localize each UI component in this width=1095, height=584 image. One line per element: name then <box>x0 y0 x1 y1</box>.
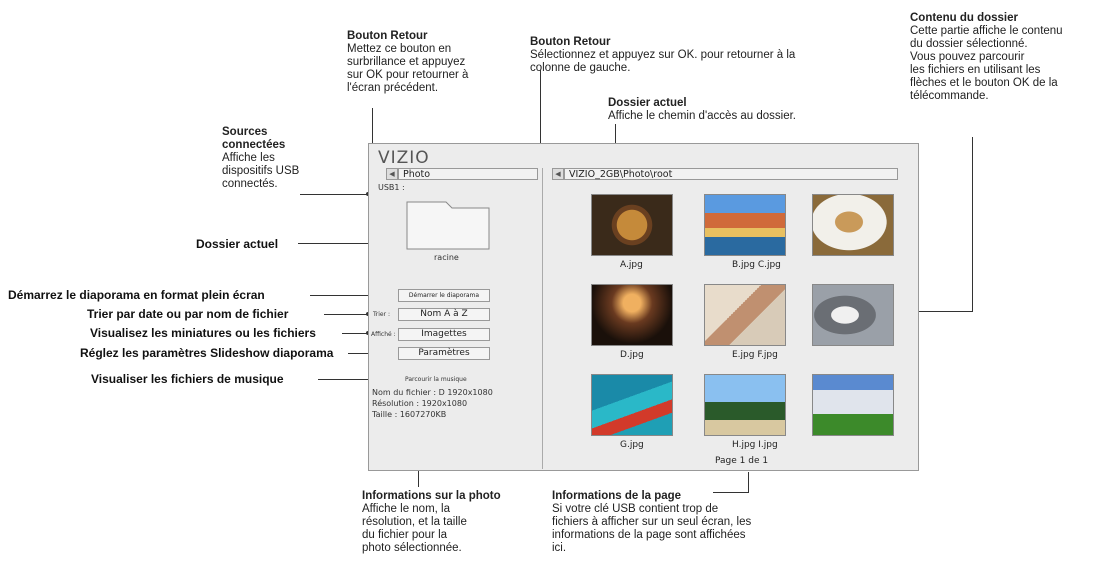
annotation-line: sur OK pour retourner à <box>347 69 469 81</box>
thumbnail[interactable] <box>812 374 894 436</box>
annotation-title: Dossier actuel <box>608 97 687 109</box>
annotation-line: Cette partie affiche le contenu <box>910 25 1063 37</box>
thumbnail[interactable] <box>591 374 673 436</box>
photo-image <box>813 375 893 435</box>
back-button-left[interactable]: ◀ <box>386 168 398 180</box>
label-reglez: Réglez les paramètres Slideshow diaporam… <box>80 346 334 360</box>
settings-button[interactable]: Paramètres <box>398 347 490 360</box>
photo-image <box>592 285 672 345</box>
annotation-title: Informations de la page <box>552 490 682 502</box>
photo-image <box>592 195 672 255</box>
annotation-bouton-retour-1: Bouton Retour Mettez ce bouton en surbri… <box>347 30 507 95</box>
back-button-right[interactable]: ◀ <box>552 168 564 180</box>
thumbnail-caption: A.jpg <box>620 260 643 270</box>
annotation-line: fichiers à afficher sur un seul écran, l… <box>552 516 752 528</box>
annotation-line: Si votre clé USB contient trop de <box>552 503 719 515</box>
annotation-line: surbrillance et appuyez <box>347 56 466 68</box>
annotation-line: du dossier sélectionné. <box>910 38 1028 50</box>
thumbnail[interactable] <box>704 374 786 436</box>
label-dossier-actuel: Dossier actuel <box>196 237 279 251</box>
annotation-title: Bouton Retour <box>530 36 611 48</box>
annotation-title: Sources connectées <box>222 126 286 151</box>
annotation-line: résolution, et la taille <box>362 516 467 528</box>
annotation-line: dispositifs USB <box>222 165 300 177</box>
photo-image <box>705 195 785 255</box>
annotation-infos-photo: Informations sur la photo Affiche le nom… <box>362 490 512 555</box>
annotation-line: Mettez ce bouton en <box>347 43 452 55</box>
sort-label: Trier : <box>373 311 391 318</box>
left-path-bar: Photo <box>398 168 538 180</box>
start-slideshow-button[interactable]: Démarrer le diaporama <box>398 289 490 302</box>
annotation-title: Bouton Retour <box>347 30 428 42</box>
thumbnail-caption: D.jpg <box>620 350 644 360</box>
photo-image <box>592 375 672 435</box>
annotation-infos-page: Informations de la page Si votre clé USB… <box>552 490 812 555</box>
annotation-line: Affiche les <box>222 152 275 164</box>
annotation-line: les fichiers en utilisant les <box>910 64 1041 76</box>
annotation-line: connectés. <box>222 178 278 190</box>
annotation-contenu-dossier: Contenu du dossier Cette partie affiche … <box>910 12 1095 103</box>
annotation-sources: Sources connectées Affiche les dispositi… <box>222 126 322 191</box>
photo-image <box>705 285 785 345</box>
vizio-logo: VIZIO <box>378 148 430 168</box>
view-label: Affiché : <box>371 331 396 338</box>
annotation-line: Vous pouvez parcourir <box>910 51 1025 63</box>
folder-name: racine <box>434 253 459 262</box>
annotation-line: Affiche le nom, la <box>362 503 451 515</box>
thumbnail[interactable] <box>591 194 673 256</box>
thumbnail[interactable] <box>812 284 894 346</box>
browse-music-link[interactable]: Parcourir la musique <box>405 376 467 383</box>
label-musique: Visualiser les fichiers de musique <box>91 372 284 386</box>
thumbnail-caption: G.jpg <box>620 440 644 450</box>
annotation-line: informations de la page sont affichées <box>552 529 746 541</box>
thumbnail[interactable] <box>591 284 673 346</box>
photo-image <box>813 195 893 255</box>
annotation-line: télécommande. <box>910 90 989 102</box>
annotation-line: ici. <box>552 542 567 554</box>
photo-image <box>705 375 785 435</box>
thumbnail-caption: E.jpg F.jpg <box>732 350 778 360</box>
annotation-title: Contenu du dossier <box>910 12 1018 24</box>
column-divider <box>542 168 543 469</box>
annotation-line: Sélectionnez et appuyez sur OK. pour ret… <box>530 49 796 61</box>
folder-icon[interactable] <box>406 198 490 250</box>
annotation-line: du fichier pour la <box>362 529 448 541</box>
label-demarrez: Démarrez le diaporama en format plein éc… <box>8 288 265 302</box>
sort-button[interactable]: Nom A à Z <box>398 308 490 321</box>
annotation-line: l'écran précédent. <box>347 82 439 94</box>
usb-source[interactable]: USB1 : <box>378 183 405 192</box>
thumbnail[interactable] <box>704 284 786 346</box>
annotation-title: Informations sur la photo <box>362 490 501 502</box>
annotation-dossier-actuel-top: Dossier actuel Affiche le chemin d'accès… <box>608 97 868 123</box>
label-visualisez: Visualisez les miniatures ou les fichier… <box>90 326 316 340</box>
page-info: Page 1 de 1 <box>715 456 769 466</box>
view-button[interactable]: Imagettes <box>398 328 490 341</box>
thumbnail-caption: B.jpg C.jpg <box>732 260 781 270</box>
info-size: Taille : 1607270KB <box>372 410 447 419</box>
right-path-bar: VIZIO_2GB\Photo\root <box>564 168 898 180</box>
info-filename: Nom du fichier : D 1920x1080 <box>372 388 493 397</box>
label-trier: Trier par date ou par nom de fichier <box>87 307 289 321</box>
annotation-line: flèches et le bouton OK de la <box>910 77 1058 89</box>
photo-image <box>813 285 893 345</box>
info-resolution: Résolution : 1920x1080 <box>372 399 468 408</box>
annotation-line: photo sélectionnée. <box>362 542 462 554</box>
thumbnail[interactable] <box>812 194 894 256</box>
annotation-bouton-retour-2: Bouton Retour Sélectionnez et appuyez su… <box>530 36 860 75</box>
annotation-line: Affiche le chemin d'accès au dossier. <box>608 110 797 122</box>
annotation-line: colonne de gauche. <box>530 62 631 74</box>
thumbnail[interactable] <box>704 194 786 256</box>
thumbnail-caption: H.jpg I.jpg <box>732 440 778 450</box>
